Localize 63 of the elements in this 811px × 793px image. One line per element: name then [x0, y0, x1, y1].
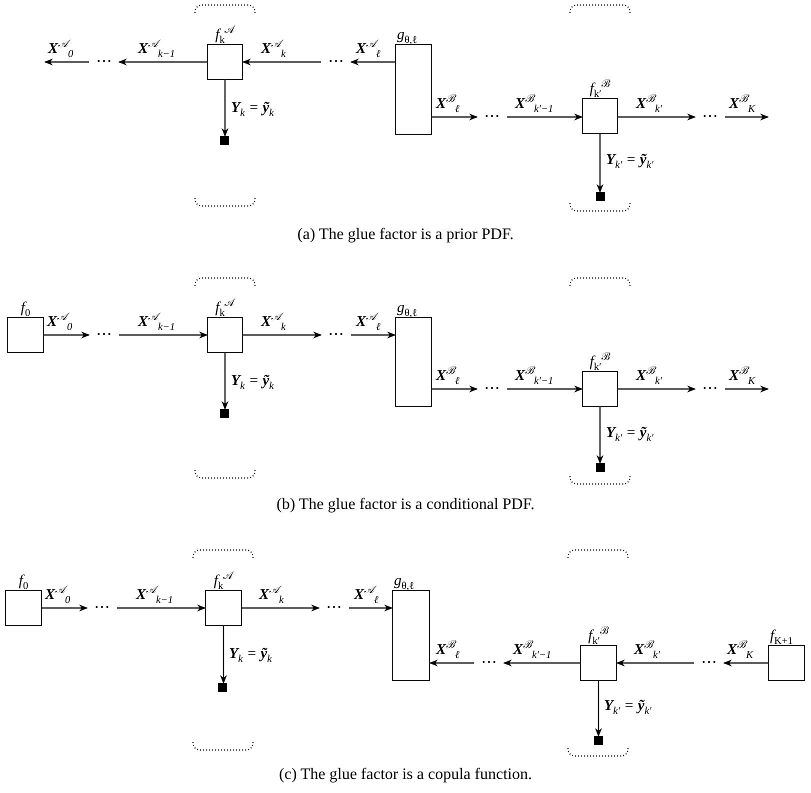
factor-label: g$_{θ,ℓ}$ — [397, 301, 418, 318]
arrow — [616, 660, 694, 666]
arrow — [507, 114, 583, 120]
arrow — [117, 604, 206, 612]
factor-label: f$_{K+1}$ — [770, 629, 793, 646]
edge-label: Y$_{k}$ = ỹ$_{k}$ — [231, 100, 274, 116]
ellipsis: ⋯ — [319, 598, 349, 618]
ellipsis: ⋯ — [695, 107, 725, 127]
arrow — [503, 660, 580, 666]
edge-label: Y$_{k}$ = ỹ$_{k}$ — [229, 646, 272, 662]
ellipsis: ⋯ — [89, 325, 119, 345]
observation-square — [218, 683, 227, 692]
ellipsis: ⋯ — [89, 52, 119, 72]
edge-label: Y$_{k′}$ = ỹ$_{k′}$ — [606, 425, 654, 442]
edge-label: Y$_{k′}$ = ỹ$_{k′}$ — [604, 698, 652, 714]
arrow — [432, 114, 478, 120]
figure-caption: (b) The glue factor is a conditional PDF. — [276, 496, 534, 514]
factor-label: f$_{0}$ — [20, 301, 30, 318]
edge-label: Y$_{k}$ = ỹ$_{k}$ — [231, 373, 274, 390]
arrow — [44, 58, 89, 66]
factor-label: g$_{θ,ℓ}$ — [397, 28, 418, 45]
arrow — [618, 114, 696, 120]
ellipsis: ⋯ — [87, 598, 117, 618]
observation-square — [596, 192, 605, 201]
arrow — [596, 407, 604, 464]
arrow — [222, 80, 228, 137]
ellipsis: ⋯ — [694, 653, 724, 673]
arrow — [220, 626, 227, 684]
arrow — [42, 604, 88, 612]
observation-square — [594, 736, 603, 745]
arrow — [349, 604, 393, 612]
arrow — [725, 114, 769, 120]
arrow — [507, 386, 583, 392]
figure-caption: (c) The glue factor is a copula function. — [279, 766, 532, 784]
arrow — [596, 134, 604, 193]
arrow — [429, 660, 474, 666]
arrow — [118, 58, 207, 66]
arrow — [725, 386, 769, 392]
arrow — [351, 332, 396, 338]
observation-square — [220, 409, 229, 418]
arrow — [595, 681, 602, 737]
edge-label: Y$_{k′}$ = ỹ$_{k′}$ — [606, 152, 654, 168]
arrow — [618, 386, 696, 392]
ellipsis: ⋯ — [477, 379, 507, 399]
arrow — [44, 332, 90, 338]
arrow — [723, 660, 768, 666]
ellipsis: ⋯ — [321, 52, 351, 72]
arrow — [432, 386, 478, 392]
ellipsis: ⋯ — [321, 325, 351, 345]
observation-square — [220, 136, 229, 145]
observation-square — [596, 463, 605, 472]
arrow — [243, 332, 322, 338]
arrow — [222, 353, 228, 410]
ellipsis: ⋯ — [474, 653, 504, 673]
factor-label: f$_{0}$ — [18, 574, 28, 591]
ellipsis: ⋯ — [477, 107, 507, 127]
arrow — [242, 58, 321, 66]
arrow — [242, 604, 320, 612]
arrow — [119, 332, 208, 338]
ellipsis: ⋯ — [695, 379, 725, 399]
arrow — [350, 58, 395, 66]
factor-label: g$_{θ,ℓ}$ — [394, 574, 414, 591]
figure-caption: (a) The glue factor is a prior PDF. — [297, 226, 514, 244]
